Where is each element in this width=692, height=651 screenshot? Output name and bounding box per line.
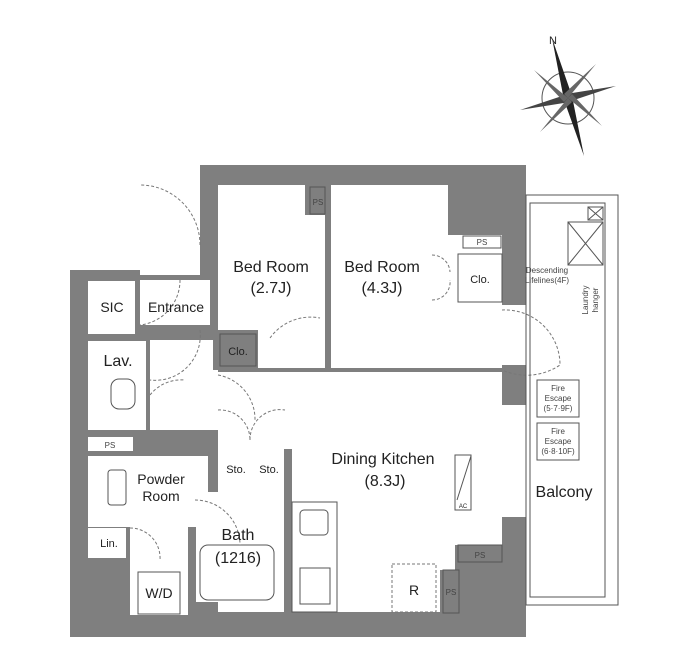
lav-area: [88, 341, 146, 430]
wd-label: W/D: [145, 585, 172, 601]
ps-box: [88, 437, 133, 451]
dining-kitchen-size: (8.3J): [365, 473, 406, 490]
powder-room-label-2: Room: [142, 488, 179, 504]
ps-label-2: PS: [313, 198, 324, 207]
entrance-label: Entrance: [148, 299, 204, 315]
sic-area: [88, 281, 135, 334]
fire-escape-1-l2: Escape: [545, 394, 572, 403]
balcony-area: [525, 194, 619, 606]
lin-label: Lin.: [100, 538, 118, 550]
fire-escape-1-l3: (5·7·9F): [544, 404, 573, 413]
ps-label-1: PS: [105, 441, 116, 450]
ac-label: AC: [459, 504, 468, 510]
lav-label: Lav.: [103, 353, 132, 370]
refrigerator-label: R: [409, 582, 419, 598]
powder-room-label: Powder: [137, 471, 185, 487]
fire-escape-1-l1: Fire: [551, 384, 565, 393]
storage-1-label: Sto.: [226, 464, 246, 476]
fire-escape-2-l2: Escape: [545, 437, 572, 446]
bedroom-b-size: (4.3J): [362, 280, 403, 297]
bath-size: (1216): [215, 550, 261, 567]
entrance-area: [140, 280, 210, 325]
bedroom-a-size: (2.7J): [251, 280, 292, 297]
compass-rose-icon: N: [520, 35, 616, 156]
lifelines-label: Lifelines(4F): [525, 276, 569, 285]
ps-label-3: PS: [477, 238, 488, 247]
bedroom-a-label: Bed Room: [233, 259, 309, 276]
bath-label: Bath: [222, 527, 255, 544]
north-label: N: [549, 35, 557, 47]
ps-label-4: PS: [475, 551, 486, 560]
closet-b-label: Clo.: [470, 274, 490, 286]
lin-area: [88, 528, 126, 558]
balcony-label: Balcony: [536, 484, 593, 501]
fire-escape-2-l3: (6·8·10F): [541, 447, 575, 456]
hallway: [150, 340, 218, 430]
hanger-label: hanger: [591, 287, 600, 312]
ps-label-5: PS: [446, 588, 457, 597]
sic-label: SIC: [100, 299, 123, 315]
closet-a-label: Clo.: [228, 346, 248, 358]
descending-label: Descending: [526, 266, 568, 275]
bedroom-b-area: [331, 185, 448, 368]
bedroom-b-label: Bed Room: [344, 259, 420, 276]
storage-2-label: Sto.: [259, 464, 279, 476]
dining-kitchen-label: Dining Kitchen: [331, 451, 434, 468]
fire-escape-2-l1: Fire: [551, 427, 565, 436]
laundry-label: Laundry: [581, 286, 590, 315]
bath-area: [196, 492, 280, 602]
